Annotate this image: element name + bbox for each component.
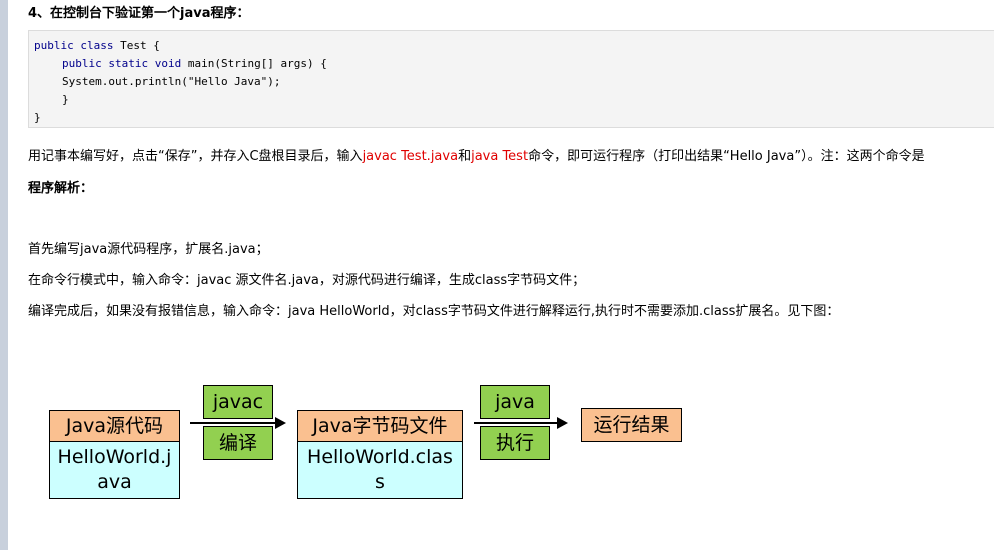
step-1: 首先编写java源代码程序，扩展名.java； [28, 242, 269, 257]
code-line: } [34, 111, 41, 124]
compile-label-box: 编译 [203, 426, 273, 460]
code-keyword: public class [34, 39, 114, 52]
step-3: 编译完成后，如果没有报错信息，输入命令：java HelloWorld，对cla… [28, 304, 840, 319]
section-heading: 4、在控制台下验证第一个java程序： [28, 6, 250, 21]
paragraph-text: 和 [458, 149, 472, 164]
compile-arrow [190, 422, 276, 424]
paragraph-text: 用记事本编写好，点击“保存”，并存入C盘根目录后，输入 [28, 149, 363, 164]
run-arrow-head-icon [557, 417, 568, 429]
bytecode-file-name: s [375, 471, 385, 493]
code-text: Test { [113, 39, 160, 52]
source-file-name: ava [97, 471, 132, 493]
left-border-rule [0, 0, 8, 550]
code-line: public class Test { [34, 37, 994, 55]
step-2: 在命令行模式中，输入命令：javac 源文件名.java，对源代码进行编译，生成… [28, 273, 586, 288]
code-line: public static void main(String[] args) { [34, 55, 994, 73]
compile-arrow-head-icon [275, 417, 286, 429]
source-file-name: HelloWorld.j [57, 446, 172, 468]
command-java: java Test [471, 149, 529, 164]
bytecode-file-box: HelloWorld.clas s [297, 441, 463, 499]
java-command-box: java [480, 385, 550, 419]
javac-command-box: javac [203, 385, 273, 419]
paragraph-text: 命令，即可运行程序（打印出结果“Hello Java”）。注：这两个命令是 [528, 149, 925, 164]
code-keyword: public static void [62, 57, 182, 70]
source-file-box: HelloWorld.j ava [49, 441, 180, 499]
bytecode-file-name: HelloWorld.clas [307, 446, 453, 468]
code-text: main(String[] args) { [181, 57, 327, 70]
bytecode-title-box: Java字节码文件 [297, 410, 463, 442]
run-arrow [474, 422, 558, 424]
source-code-title-box: Java源代码 [49, 410, 180, 442]
code-block: public class Test { public static void m… [28, 30, 994, 128]
analysis-title: 程序解析： [28, 181, 94, 196]
code-line: } [62, 93, 69, 106]
result-box: 运行结果 [581, 408, 682, 442]
instruction-paragraph: 用记事本编写好，点击“保存”，并存入C盘根目录后，输入javac Test.ja… [28, 145, 925, 164]
code-line: System.out.println("Hello Java"); [62, 75, 281, 88]
run-label-box: 执行 [480, 426, 550, 460]
command-javac: javac Test.java [362, 149, 459, 164]
